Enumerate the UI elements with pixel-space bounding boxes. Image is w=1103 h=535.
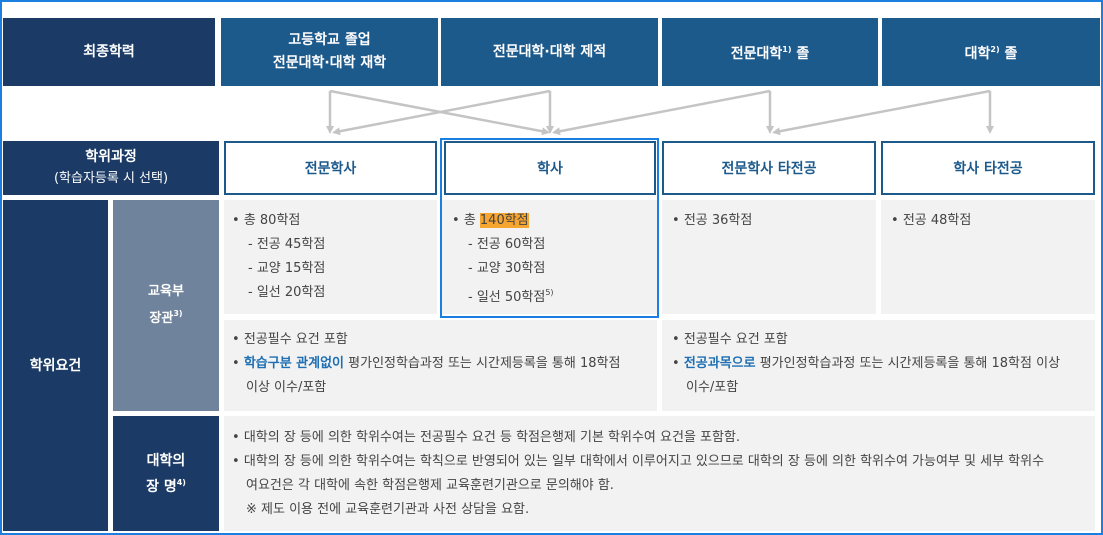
credit-total: • 전공 36학점 — [672, 213, 753, 228]
footnote-2: 2) — [990, 45, 1000, 54]
degree-course-label: 학위과정 (학습자등록 시 선택) — [3, 141, 219, 195]
header-col1-line2: 전문대학·대학 재학 — [272, 55, 387, 71]
ministry-label: 교육부 장관3) — [113, 200, 219, 411]
footnote-5: 5) — [545, 288, 554, 297]
credit-total: • 전공 48학점 — [891, 213, 972, 228]
notes-university-president: • 대학의 장 등에 의한 학위수여는 전공필수 요건 등 학점은행제 기본 학… — [224, 416, 1095, 531]
note-line: ※ 제도 이용 전에 교육훈련기관과 사전 상담을 요함. — [246, 502, 530, 517]
credit-item: - 전공 45학점 — [248, 237, 326, 252]
final-education-text: 최종학력 — [83, 44, 135, 60]
credit-total: • 총 140학점 — [452, 213, 529, 228]
credit-total: • 총 80학점 — [232, 213, 301, 228]
note-line: • 전공필수 요건 포함 — [672, 332, 788, 347]
arrow-diagonal — [332, 89, 551, 136]
credits-bachelor: • 총 140학점 - 전공 60학점 - 교양 30학점 - 일선 50학점5… — [442, 200, 658, 314]
credit-item: - 교양 15학점 — [248, 261, 326, 276]
header-col-dropout: 전문대학·대학 제적 — [441, 18, 658, 86]
header-col3-text: 전문대학 — [730, 46, 783, 62]
degree-option-associate[interactable]: 전문학사 — [224, 141, 437, 195]
note-line: • 전공과목으로 평가인정학습과정 또는 시간제등록을 통해 18학점 이상 — [672, 356, 1061, 371]
note-line: • 대학의 장 등에 의한 학위수여는 전공필수 요건 등 학점은행제 기본 학… — [232, 430, 741, 445]
president-line2: 장 명 — [146, 478, 177, 495]
note-emphasis: 전공과목으로 — [683, 356, 756, 371]
degree-label-line2: (학습자등록 시 선택) — [53, 171, 169, 186]
note-line: • 학습구분 관계없이 평가인정학습과정 또는 시간제등록을 통해 18학점 — [232, 356, 621, 371]
credit-item: - 전공 60학점 — [468, 237, 546, 252]
degree-option-bachelor[interactable]: 학사 — [444, 141, 656, 195]
header-col4-text: 대학 — [964, 46, 991, 62]
credits-associate-other-major: • 전공 36학점 — [662, 200, 876, 314]
note-line: • 대학의 장 등에 의한 학위수여는 학칙으로 반영되어 있는 일부 대학에서… — [232, 454, 1045, 469]
degree-option-associate-other-major[interactable]: 전문학사 타전공 — [662, 141, 876, 195]
requirements-text: 학위요건 — [29, 357, 82, 374]
president-line1: 대학의 — [146, 452, 186, 469]
header-col2-text: 전문대학·대학 제적 — [492, 43, 607, 60]
note-emphasis: 학습구분 관계없이 — [243, 356, 345, 371]
arrow-diagonal — [772, 89, 991, 136]
degree-option-label: 학사 타전공 — [953, 161, 1023, 177]
arrow-diagonal — [552, 89, 771, 136]
degree-label-line1: 학위과정 — [85, 149, 137, 165]
note-line: • 전공필수 요건 포함 — [232, 332, 348, 347]
final-education-label: 최종학력 — [3, 18, 215, 86]
selected-column-outline — [440, 138, 659, 318]
degree-option-label: 전문학사 — [304, 161, 357, 177]
credits-bachelor-other-major: • 전공 48학점 — [881, 200, 1095, 314]
note-line: 이상 이수/포함 — [246, 380, 327, 395]
notes-associate-bachelor: • 전공필수 요건 포함 • 학습구분 관계없이 평가인정학습과정 또는 시간제… — [224, 320, 657, 411]
header-col-university-grad: 대학2) 졸 — [882, 18, 1100, 86]
total-credits-highlight: 140학점 — [479, 213, 529, 228]
header-col1-line1: 고등학교 졸업 — [288, 32, 371, 48]
degree-option-label: 전문학사 타전공 — [721, 161, 817, 177]
credits-associate: • 총 80학점 - 전공 45학점 - 교양 15학점 - 일선 20학점 — [224, 200, 437, 314]
university-president-label: 대학의 장 명4) — [113, 416, 219, 531]
footnote-4: 4) — [176, 477, 186, 487]
footnote-1: 1) — [782, 45, 792, 54]
pathway-arrows — [326, 89, 994, 136]
header-col4-suffix: 졸 — [999, 46, 1018, 62]
degree-option-label: 학사 — [537, 161, 563, 177]
note-line: 여요건은 각 대학에 속한 학점은행제 교육훈련기관으로 문의해야 함. — [246, 478, 614, 493]
header-col-highschool: 고등학교 졸업 전문대학·대학 재학 — [221, 18, 438, 86]
header-col3-suffix: 졸 — [791, 46, 810, 62]
notes-other-major: • 전공필수 요건 포함 • 전공과목으로 평가인정학습과정 또는 시간제등록을… — [662, 320, 1095, 411]
credit-item: - 교양 30학점 — [468, 261, 546, 276]
ministry-line1: 교육부 — [148, 284, 184, 299]
ministry-line2: 장관 — [149, 311, 174, 326]
credit-item: - 일선 20학점 — [248, 285, 326, 300]
requirements-label: 학위요건 — [3, 200, 108, 531]
credit-item: - 일선 50학점5) — [468, 288, 554, 305]
header-col-college-grad: 전문대학1) 졸 — [662, 18, 878, 86]
degree-option-bachelor-other-major[interactable]: 학사 타전공 — [881, 141, 1095, 195]
footnote-3: 3) — [173, 309, 183, 318]
note-line: 이수/포함 — [686, 380, 739, 395]
